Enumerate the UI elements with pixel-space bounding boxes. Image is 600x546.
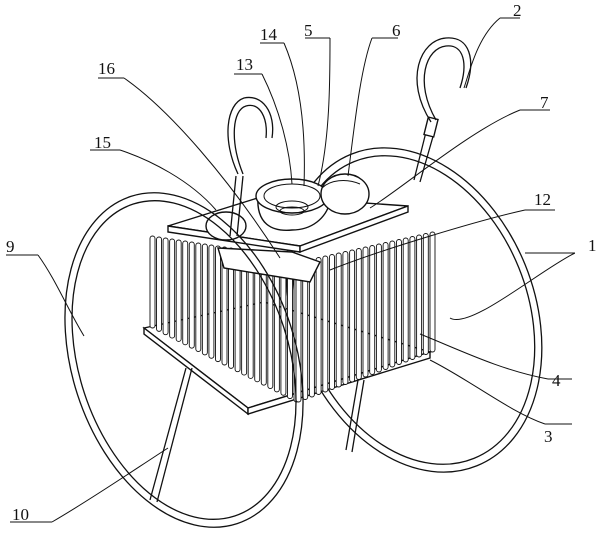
label-4: 4 [552,371,561,390]
fin-tube [342,251,349,385]
label-16: 16 [98,59,115,78]
fin-tube [409,236,416,360]
front-ring-inner [71,200,297,520]
fin-tube [188,241,195,349]
fin-tube [149,235,156,329]
fin-tube [429,231,436,353]
label-10: 10 [12,505,29,524]
fin-tube [221,246,228,366]
fin-tube [382,242,389,370]
fin-tube [228,247,234,369]
label-13: 13 [236,55,253,74]
fin-tube [201,243,208,356]
fin-tube [175,239,182,342]
fin-tube [315,257,322,395]
fin-tube [215,245,221,363]
fin-tube [195,242,202,352]
fin-tube [396,239,402,365]
leader-lines [6,17,576,523]
fin-tube [362,246,369,378]
label-1: 1 [588,236,597,255]
fin-tube [389,240,396,368]
fin-tube [335,252,342,388]
fin-tube [208,244,215,359]
left-hook [227,96,274,237]
fin-tube [349,249,356,383]
reference-numerals: 1 2 3 4 5 6 7 9 10 12 13 14 15 16 [6,1,597,524]
front-support-rods [149,367,193,503]
label-15: 15 [94,133,111,152]
fin-tube [169,238,176,339]
fin-tube [162,237,169,336]
front-panel [217,247,321,283]
fin-tubes [149,231,436,403]
lamp-bulbs [205,173,370,241]
fin-tube [375,243,382,373]
label-9: 9 [6,237,15,256]
fin-tube [295,261,302,403]
label-6: 6 [392,21,401,40]
label-12: 12 [534,190,551,209]
fin-tube [355,248,362,380]
fin-tube [329,254,335,390]
fin-tube [422,233,429,355]
label-3: 3 [544,427,553,446]
label-14: 14 [260,25,278,44]
label-2: 2 [513,1,522,20]
label-7: 7 [540,93,549,112]
fin-tube [322,255,329,393]
fin-tube [156,236,162,332]
front-ring [64,192,304,528]
fin-tube [182,240,189,346]
fin-tube [402,237,409,363]
fin-tube [369,245,376,375]
fin-tube [416,234,423,358]
label-5: 5 [304,21,313,40]
right-hook [416,37,472,138]
